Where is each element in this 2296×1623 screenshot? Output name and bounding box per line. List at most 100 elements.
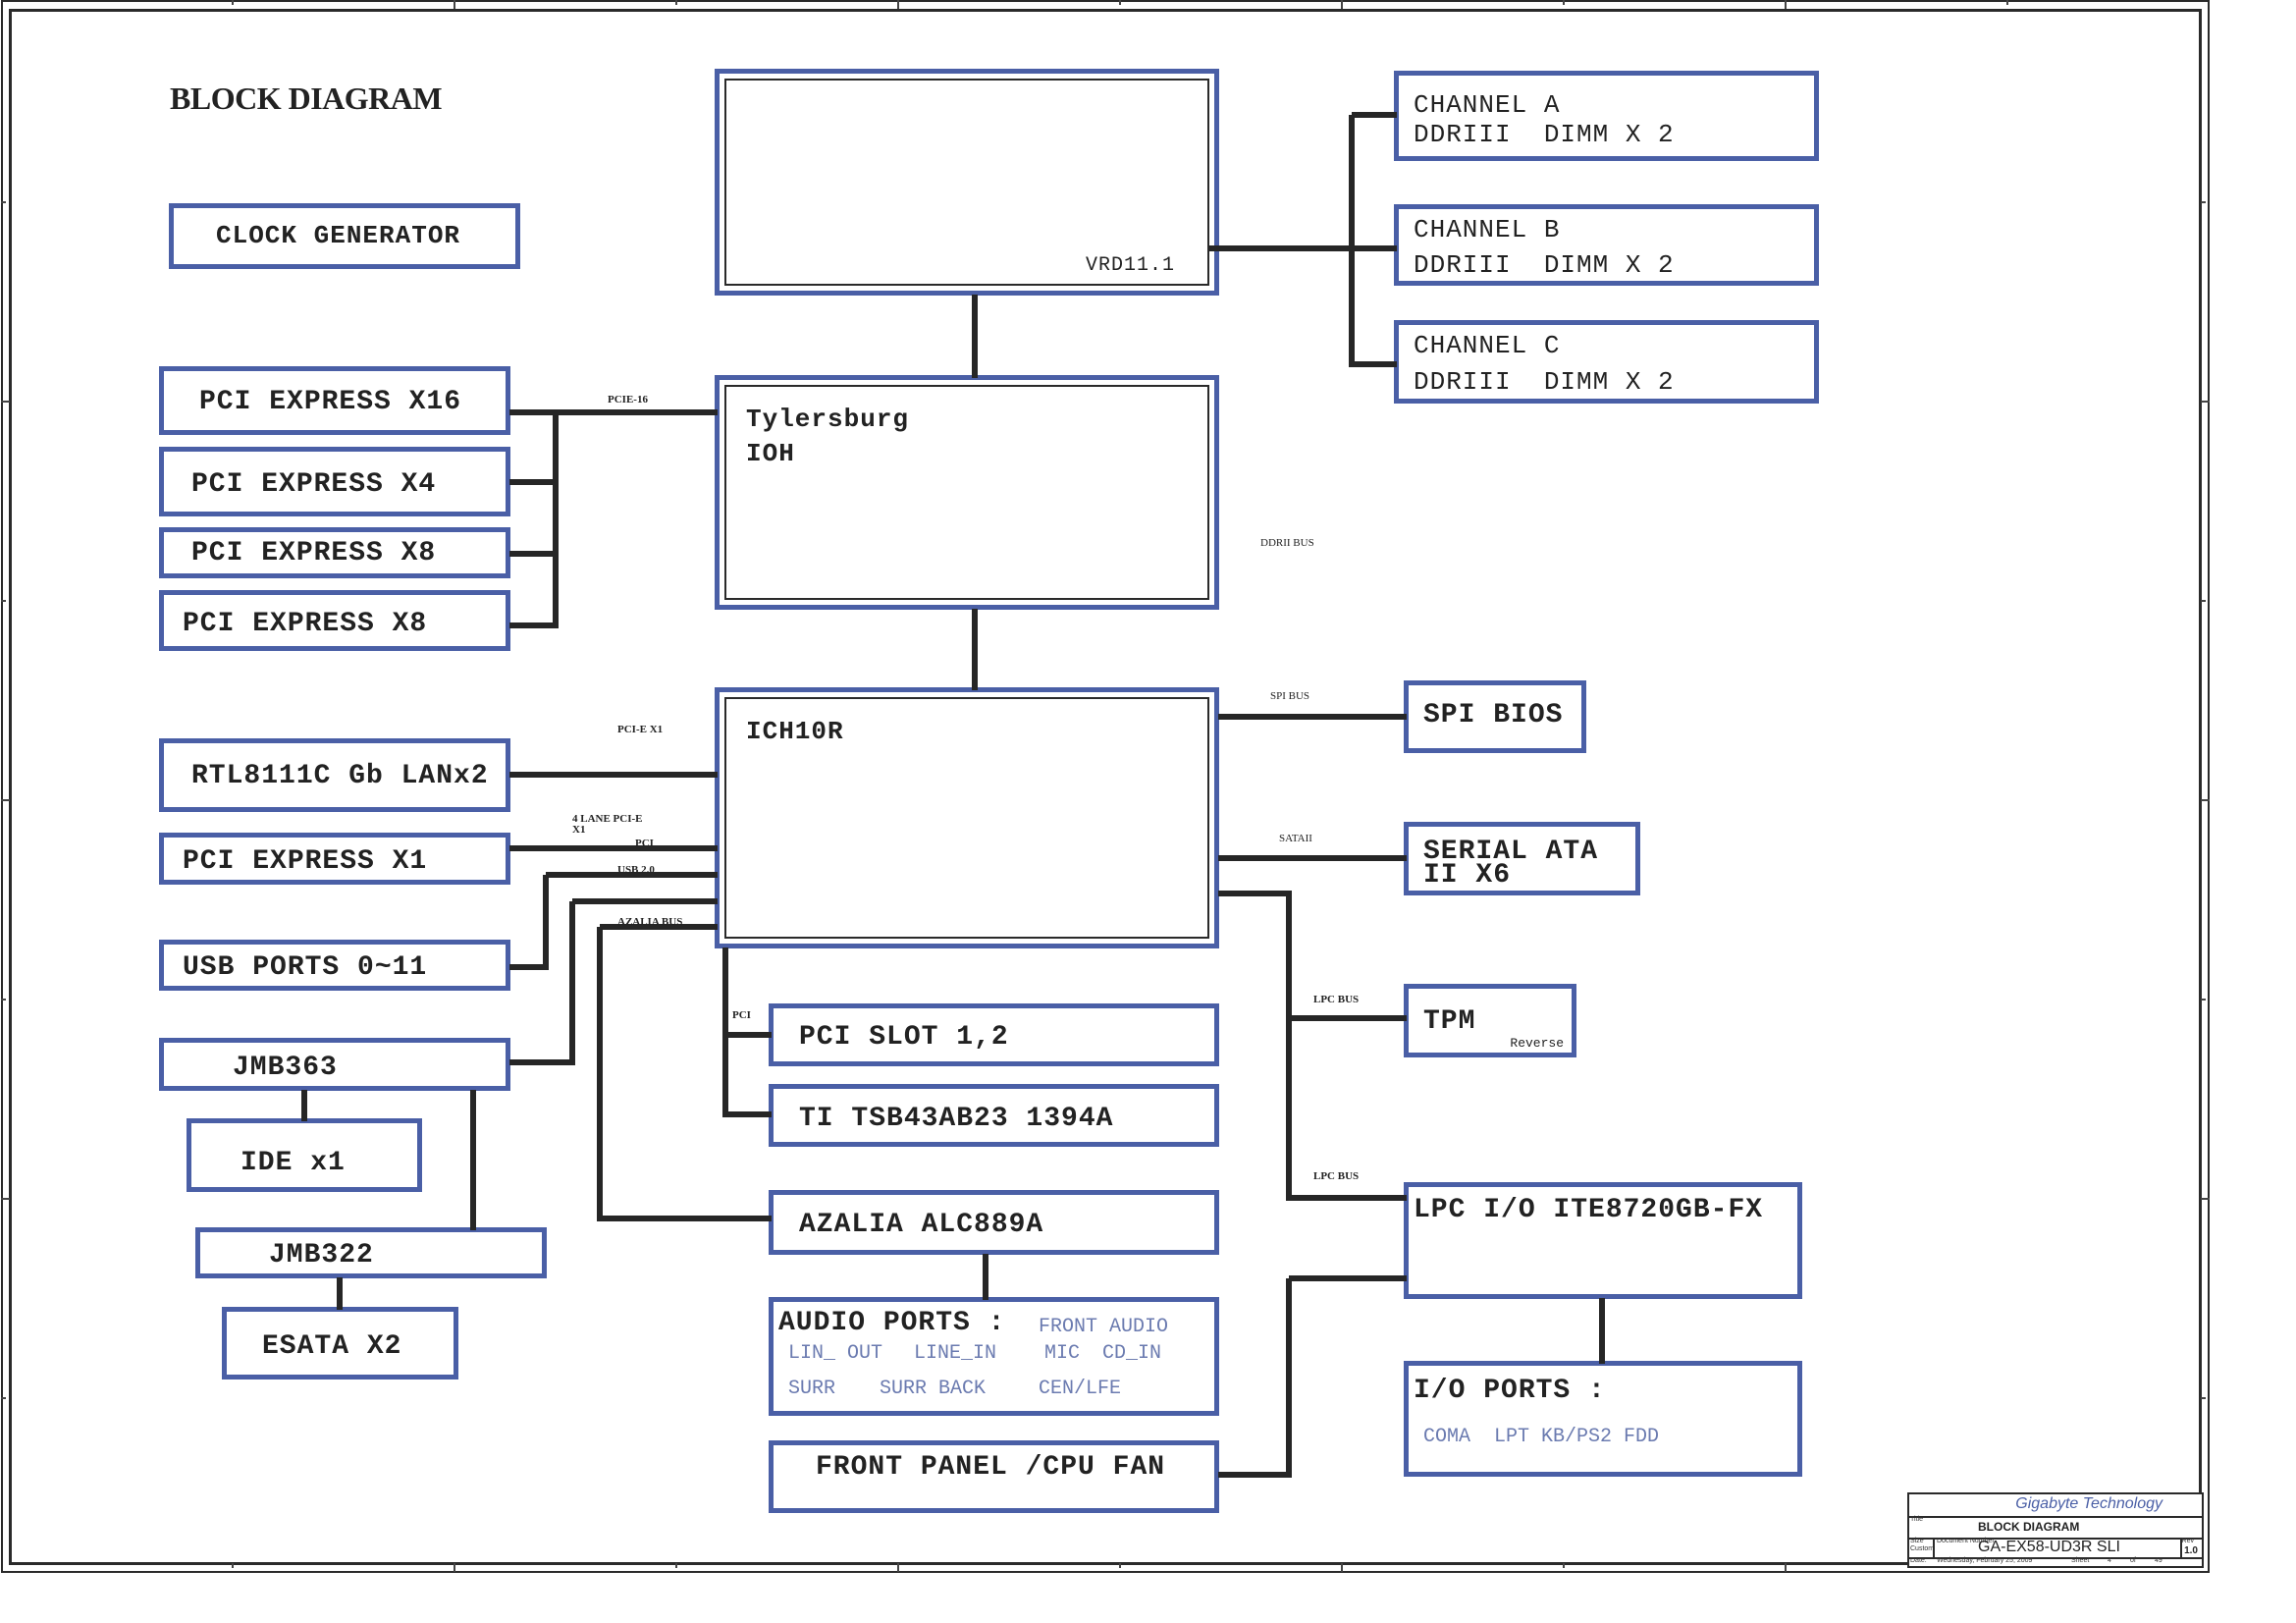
ruler-tick xyxy=(2201,1397,2206,1399)
block-front-panel[interactable]: FRONT PANEL /CPU FAN xyxy=(769,1440,1219,1513)
ruler-tick xyxy=(1,401,10,403)
block-ioh[interactable]: Tylersburg IOH xyxy=(715,375,1219,610)
vrd-inner-border xyxy=(724,79,1209,286)
front-panel-label: FRONT PANEL /CPU FAN xyxy=(816,1452,1166,1483)
vrd-label: VRD11.1 xyxy=(1085,254,1175,277)
block-ich10r[interactable]: ICH10R xyxy=(715,687,1219,948)
ti-1394-label: TI TSB43AB23 1394A xyxy=(799,1104,1114,1134)
sata-label-2: II X6 xyxy=(1423,860,1512,891)
line-pcie-x8-b xyxy=(509,622,559,628)
ruler-tick xyxy=(2201,1198,2210,1200)
line-azalia-audio xyxy=(983,1254,988,1300)
block-audio-ports[interactable]: AUDIO PORTS : FRONT AUDIO LIN_ OUT LINE_… xyxy=(769,1297,1219,1416)
line-frontpanel-v xyxy=(1286,1278,1292,1478)
pcie-x16-label: PCI EXPRESS X16 xyxy=(199,387,462,417)
line-pcie16-ioh xyxy=(509,409,718,415)
line-ioh-ich xyxy=(972,609,978,690)
tpm-note: Reverse xyxy=(1510,1036,1564,1051)
doc-number-label: Document Number xyxy=(1937,1538,1995,1544)
io-ports-items: COMA LPT KB/PS2 FDD xyxy=(1423,1426,1660,1448)
line-azalia-ich xyxy=(600,924,718,930)
date-label: Date: xyxy=(1910,1557,1927,1564)
block-ide[interactable]: IDE x1 xyxy=(187,1118,422,1192)
line-dimm-channel-a xyxy=(1352,112,1397,118)
line-frontpanel-lpc xyxy=(1289,1275,1407,1281)
audio-surr-back: SURR BACK xyxy=(880,1378,987,1400)
line-ich-spi xyxy=(1218,714,1407,720)
ruler-tick xyxy=(1,1397,6,1399)
line-jmb363-ich xyxy=(572,898,718,904)
bus-label-lpc-1: LPC BUS xyxy=(1313,994,1360,1005)
title-block: Gigabyte Technology Title BLOCK DIAGRAM … xyxy=(1907,1492,2204,1568)
title-block-divider-1 xyxy=(1933,1538,1935,1557)
block-pcie-x4[interactable]: PCI EXPRESS X4 xyxy=(159,447,510,516)
block-clock-generator[interactable]: CLOCK GENERATOR xyxy=(169,203,520,269)
sata-label-1: SERIAL ATA xyxy=(1423,837,1599,867)
ruler-tick xyxy=(1,600,6,602)
ruler-tick xyxy=(1341,0,1343,9)
block-io-ports[interactable]: I/O PORTS : COMA LPT KB/PS2 FDD xyxy=(1404,1361,1802,1477)
title-block-company-row: Gigabyte Technology xyxy=(1909,1494,2202,1518)
audio-lin-out: LIN_ OUT xyxy=(788,1342,883,1365)
block-pcie-x8-b[interactable]: PCI EXPRESS X8 xyxy=(159,590,510,651)
audio-cen-lfe: CEN/LFE xyxy=(1039,1378,1122,1400)
block-esata[interactable]: ESATA X2 xyxy=(222,1307,458,1380)
block-pci-slot[interactable]: PCI SLOT 1,2 xyxy=(769,1003,1219,1066)
ich-inner-border xyxy=(724,697,1209,939)
block-lan[interactable]: RTL8111C Gb LANx2 xyxy=(159,738,510,812)
block-spi-bios[interactable]: SPI BIOS xyxy=(1404,680,1586,753)
ruler-tick xyxy=(1,799,10,801)
doc-number: GA-EX58-UD3R SLI xyxy=(1978,1539,2120,1555)
spi-bios-label: SPI BIOS xyxy=(1423,700,1564,730)
block-ti-1394[interactable]: TI TSB43AB23 1394A xyxy=(769,1084,1219,1147)
title-block-title-row: Title BLOCK DIAGRAM xyxy=(1909,1516,2202,1540)
block-sata[interactable]: SERIAL ATA II X6 xyxy=(1404,822,1640,895)
ruler-tick xyxy=(1785,1563,1787,1572)
line-azalia-vertical xyxy=(597,927,603,1221)
block-channel-a[interactable]: CHANNEL A DDRIII DIMM X 2 xyxy=(1394,71,1819,161)
channel-a-dimm: DDRIII DIMM X 2 xyxy=(1414,120,1675,149)
clock-generator-label: CLOCK GENERATOR xyxy=(216,221,461,250)
block-lpc-io[interactable]: LPC I/O ITE8720GB-FX xyxy=(1404,1182,1802,1299)
sheet-label: Sheet xyxy=(2071,1557,2090,1564)
block-jmb322[interactable]: JMB322 xyxy=(195,1227,547,1278)
company-name: Gigabyte Technology xyxy=(2015,1495,2163,1512)
ruler-tick xyxy=(1785,0,1787,9)
jmb322-label: JMB322 xyxy=(269,1240,374,1271)
sheet-outer-border xyxy=(1,0,2210,1573)
ruler-tick xyxy=(1563,0,1565,5)
channel-b-label: CHANNEL B xyxy=(1414,215,1561,244)
line-dimm-bus-vertical xyxy=(1349,115,1355,367)
line-vrd-ioh xyxy=(972,295,978,378)
ioh-label-1: Tylersburg xyxy=(746,405,910,434)
block-usb-ports[interactable]: USB PORTS 0~11 xyxy=(159,940,510,991)
audio-line-in: LINE_IN xyxy=(914,1342,997,1365)
block-jmb363[interactable]: JMB363 xyxy=(159,1038,510,1091)
block-channel-c[interactable]: CHANNEL C DDRIII DIMM X 2 xyxy=(1394,320,1819,404)
pcie-x8-a-label: PCI EXPRESS X8 xyxy=(191,538,437,568)
azalia-label: AZALIA ALC889A xyxy=(799,1210,1044,1240)
date-value: Wednesday, February 25, 2009 xyxy=(1937,1557,2033,1564)
line-lan-ich xyxy=(509,772,718,778)
ide-label: IDE x1 xyxy=(240,1148,346,1178)
title-block-doc-row: Size Custom Document Number GA-EX58-UD3R… xyxy=(1909,1538,2202,1559)
block-channel-b[interactable]: CHANNEL B DDRIII DIMM X 2 xyxy=(1394,204,1819,286)
pci-slot-label: PCI SLOT 1,2 xyxy=(799,1022,1009,1053)
block-pcie-x1[interactable]: PCI EXPRESS X1 xyxy=(159,833,510,885)
channel-c-dimm: DDRIII DIMM X 2 xyxy=(1414,367,1675,397)
line-lpc-io xyxy=(1289,1195,1407,1201)
ruler-tick xyxy=(232,1563,234,1568)
line-pci-ti xyxy=(725,1111,772,1117)
channel-a-label: CHANNEL A xyxy=(1414,90,1561,120)
block-azalia[interactable]: AZALIA ALC889A xyxy=(769,1190,1219,1255)
audio-front-audio: FRONT AUDIO xyxy=(1039,1316,1169,1338)
block-vrd[interactable]: VRD11.1 xyxy=(715,69,1219,296)
ruler-tick xyxy=(1119,1563,1121,1568)
ruler-tick xyxy=(2006,0,2008,5)
block-pcie-x16[interactable]: PCI EXPRESS X16 xyxy=(159,366,510,435)
block-pcie-x8-a[interactable]: PCI EXPRESS X8 xyxy=(159,527,510,578)
sheet-total: 49 xyxy=(2155,1557,2163,1564)
block-tpm[interactable]: TPM Reverse xyxy=(1404,984,1576,1057)
ich-label: ICH10R xyxy=(746,717,844,746)
ruler-tick xyxy=(1563,1563,1565,1568)
